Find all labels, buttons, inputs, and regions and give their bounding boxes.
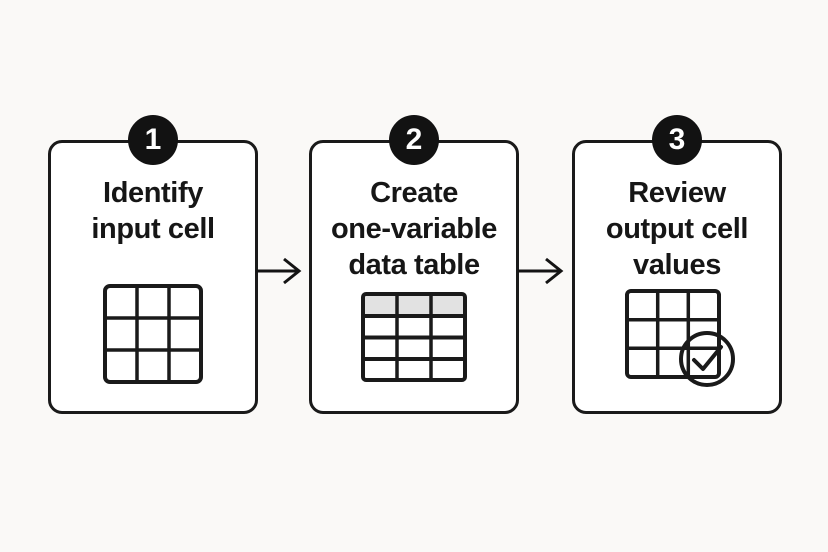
step-2-title: Create one-variable data table	[312, 175, 516, 283]
checkmark	[692, 345, 723, 371]
step-3-title-line-2: output cell	[605, 213, 749, 245]
step-2-number: 2	[405, 123, 423, 156]
step-3-title-line-3: values	[633, 249, 721, 281]
grid-with-checkmark-icon	[625, 289, 737, 389]
step-3-number: 3	[668, 123, 686, 156]
step-3-title: Review output cell values	[575, 175, 779, 283]
step-2-title-line-3: data table	[348, 249, 480, 281]
step-3-title-line-1: Review	[628, 177, 726, 209]
step-1-title-line-2: input cell	[91, 213, 215, 245]
step-1-number-badge: 1	[128, 115, 178, 165]
data-table-with-header-icon	[361, 292, 467, 382]
step-card-1: 1 Identify input cell	[48, 115, 258, 414]
step-1-title-line-1: Identify	[103, 177, 203, 209]
step-2-number-badge: 2	[389, 115, 439, 165]
table-header-row-fill	[365, 296, 463, 316]
step-2-title-line-1: Create	[370, 177, 458, 209]
step-2-title-line-2: one-variable	[330, 213, 498, 245]
arrow-right-icon	[518, 257, 564, 285]
step-1-title: Identify input cell	[51, 175, 255, 247]
step-1-number: 1	[144, 123, 162, 156]
step-3-number-badge: 3	[652, 115, 702, 165]
check-circle	[679, 331, 735, 387]
step-card-3: 3 Review output cell values	[572, 115, 782, 414]
grid-3x3-icon	[103, 284, 203, 384]
step-card-2: 2 Create one-variable data table	[309, 115, 519, 414]
arrow-right-icon	[256, 257, 302, 285]
